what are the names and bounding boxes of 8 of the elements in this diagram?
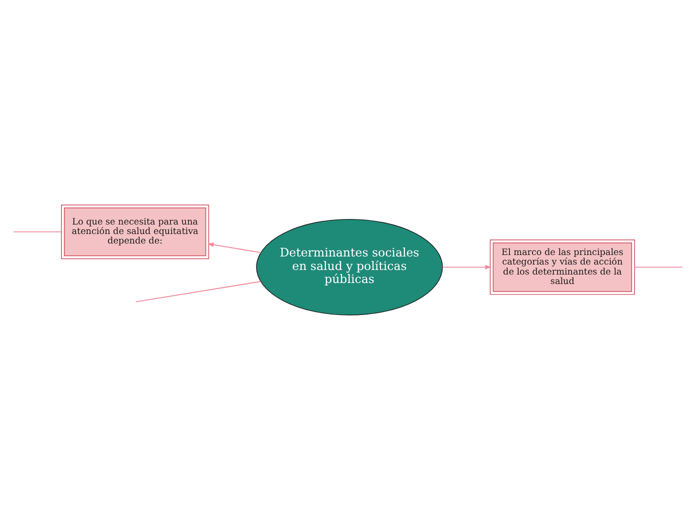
arrow [207, 242, 262, 254]
node-ellipse: Determinantes sociales en salud y políticas públicas [256, 218, 443, 316]
arrow [442, 264, 492, 270]
connector [634, 266, 683, 268]
connector [135, 281, 262, 302]
node-box: El marco de las principales categorías y vías de acción de los determinantes de la salud [490, 240, 635, 295]
node-box: Lo que se necesita para una atención de salud equitativa depende de: [61, 204, 210, 260]
connector [13, 231, 62, 232]
